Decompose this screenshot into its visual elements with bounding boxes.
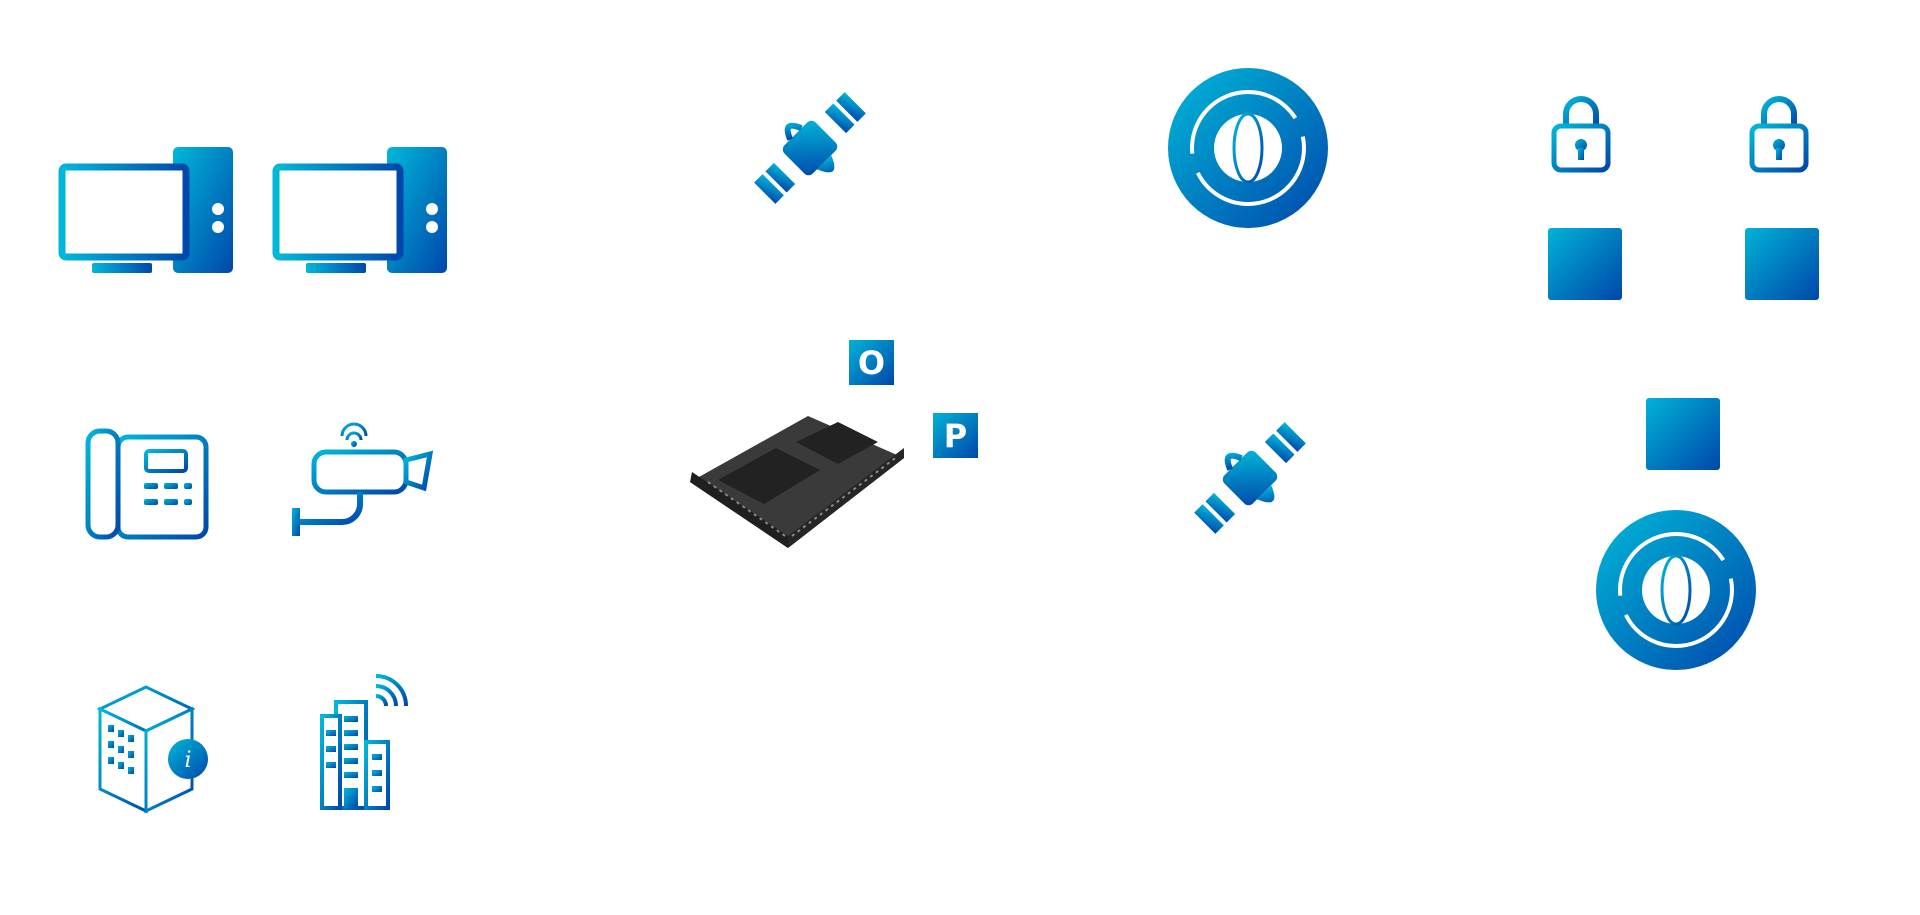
office-info-building-icon: i <box>96 685 211 814</box>
globe-refresh-icon <box>1168 68 1328 228</box>
security-camera-icon <box>290 420 438 544</box>
network-appliance-icon <box>688 408 906 550</box>
wireless-building-icon <box>318 672 418 810</box>
desktop-computer-icon <box>58 145 236 275</box>
badge-p: P <box>933 413 978 458</box>
padlock-icon <box>1748 92 1810 174</box>
desk-phone-icon <box>85 423 210 543</box>
desktop-computer-icon <box>272 145 450 275</box>
gradient-square-icon <box>1646 398 1720 470</box>
padlock-icon <box>1550 92 1612 174</box>
globe-refresh-icon <box>1596 510 1756 670</box>
svg-text:i: i <box>184 748 191 773</box>
gradient-square-icon <box>1745 228 1819 300</box>
badge-o: O <box>849 340 894 385</box>
satellite-icon <box>745 78 875 218</box>
satellite-icon <box>1185 408 1315 548</box>
gradient-square-icon <box>1548 228 1622 300</box>
